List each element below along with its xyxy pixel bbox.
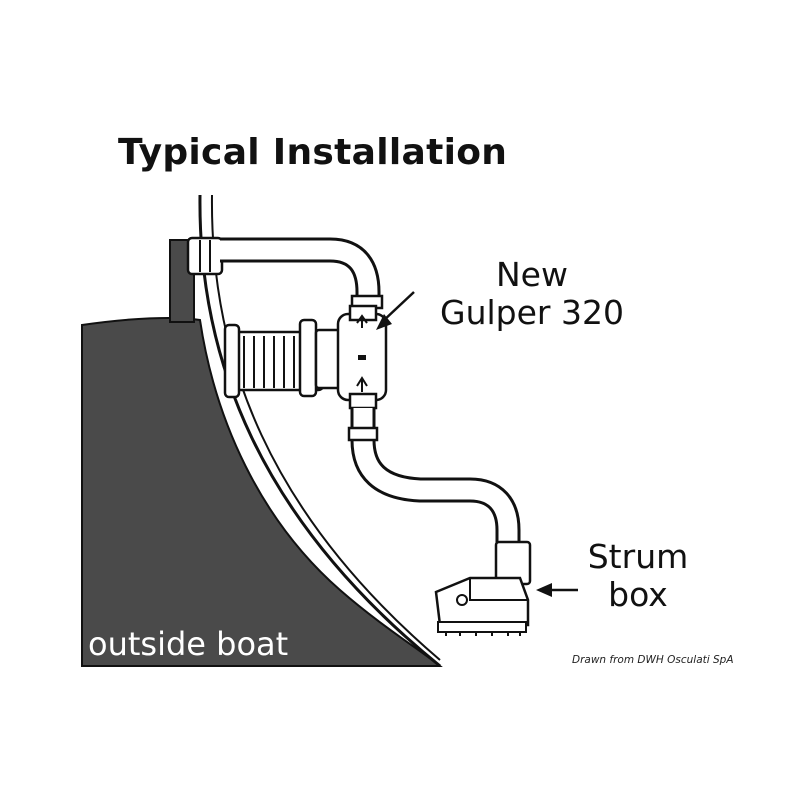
outside-boat-label: outside boat [88, 625, 289, 663]
gulper-pump [223, 304, 388, 410]
strum-label-line2: box [608, 575, 668, 614]
pump-label-line1: New [496, 255, 568, 294]
strum-pointer-arrow [536, 583, 578, 597]
pump-label-line2: Gulper 320 [440, 293, 624, 332]
diagram-title: Typical Installation [118, 132, 508, 173]
strum-box-label: Strum box [585, 538, 691, 614]
through-hull-flange [186, 236, 224, 276]
strum-box [434, 540, 532, 636]
pump-label: New Gulper 320 [426, 256, 638, 332]
credit-text: Drawn from DWH Osculati SpA [572, 654, 734, 666]
hull-shape [81, 316, 443, 667]
pump-pointer-arrow [376, 291, 415, 330]
strum-label-line1: Strum [587, 537, 689, 576]
